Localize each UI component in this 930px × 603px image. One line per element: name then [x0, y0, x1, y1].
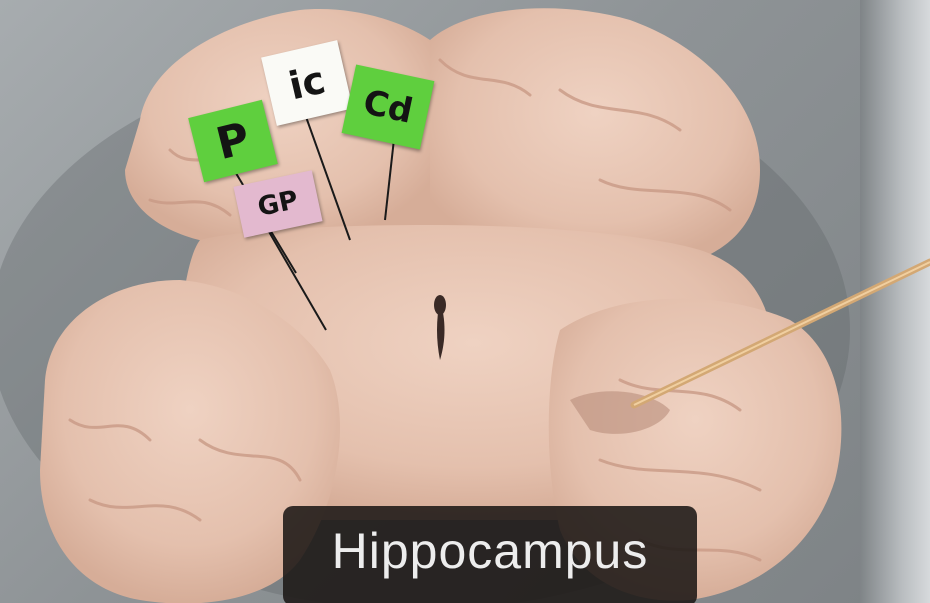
ventricle-top [434, 295, 446, 315]
flag-p-text: P [211, 112, 255, 170]
left-hemisphere-upper [125, 9, 430, 247]
caption-text: Hippocampus [331, 523, 649, 579]
caption-box: Hippocampus [283, 506, 697, 603]
flag-gp-text: GP [255, 185, 301, 223]
left-temporal-lobe [40, 280, 340, 603]
right-hemisphere-upper [430, 8, 760, 270]
flag-cd-text: Cd [359, 82, 417, 132]
ventricle [437, 300, 445, 360]
tray-edge [860, 0, 930, 603]
probe-highlight [633, 261, 930, 406]
flag-ic-text: ic [284, 57, 330, 109]
